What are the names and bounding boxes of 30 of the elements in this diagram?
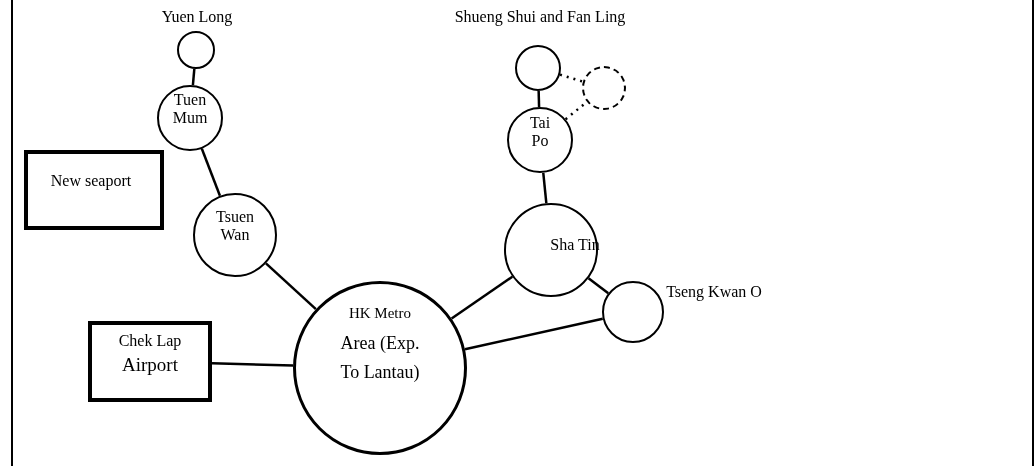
node-label: Tseng Kwan O [665,283,763,302]
connector-line [191,68,196,86]
town-circle [177,31,215,69]
town-circle [602,281,664,343]
connector-line [211,362,294,367]
facility-box [24,150,164,230]
connector-line [265,262,317,311]
node-label: New seaport [49,172,133,191]
connector-line [537,90,541,108]
connector-line [450,275,514,320]
town-circle [193,193,277,277]
node-label: Tuen Mum [171,91,209,128]
town-circle [515,45,561,91]
connector-line [200,148,222,197]
town-circle [504,203,598,297]
facility-box [88,321,212,402]
node-label: Airport [121,354,179,376]
town-circle [293,281,467,455]
town-circle [507,107,573,173]
connector-line [587,277,610,295]
planned-town-circle [582,66,626,110]
dotted-line [559,73,584,83]
node-label: Chek Lap [117,332,183,351]
connector-line [542,172,548,204]
node-label: Yuen Long [160,8,234,27]
node-label: Tsuen Wan [215,208,255,245]
node-label: HK Metro [347,305,413,323]
node-label: Tai Po [528,114,552,151]
node-label: Area (Exp. To Lantau) [339,332,421,384]
node-label: Shueng Shui and Fan Ling [453,8,627,27]
